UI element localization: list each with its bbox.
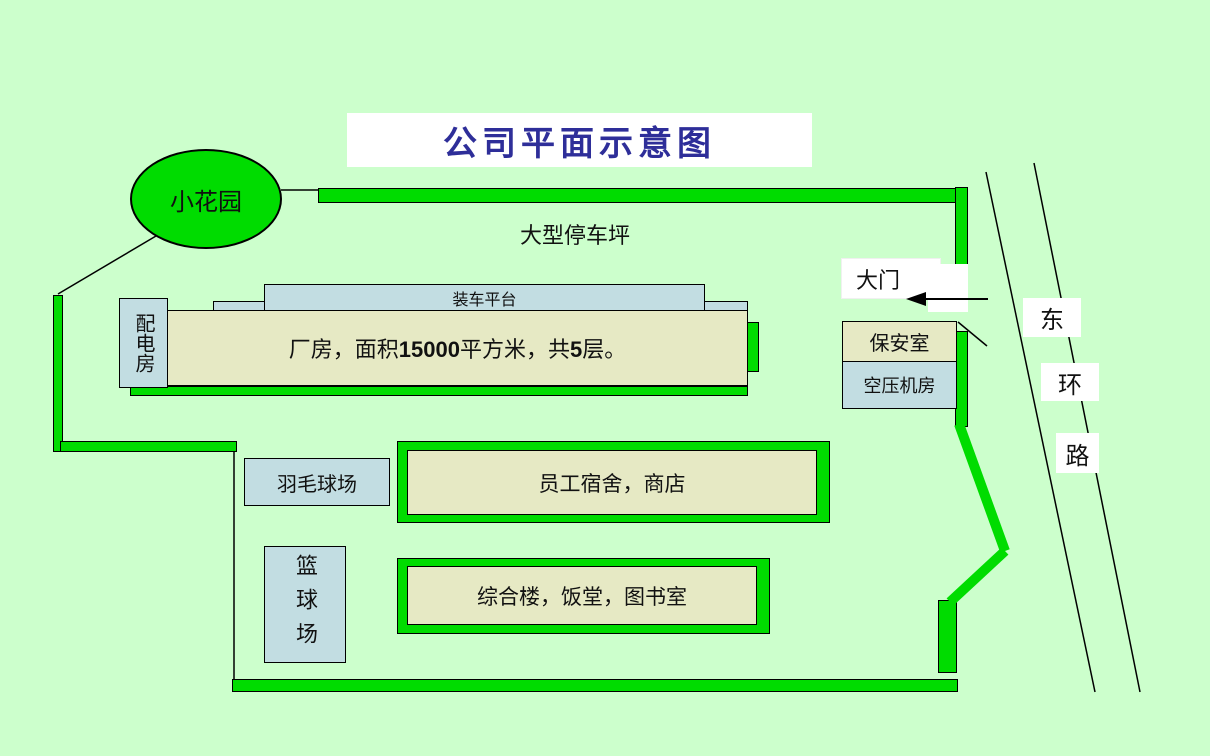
main-gate-label: 大门 <box>856 267 901 293</box>
dormitory-building: 员工宿舍，商店 <box>407 450 817 515</box>
power-distribution-room: 配电房 <box>119 298 168 388</box>
road-edge-inner <box>985 171 1096 693</box>
road-label-ring: 环 <box>1041 363 1099 401</box>
title-box: 公司平面示意图 <box>347 113 812 167</box>
garden-label: 小花园 <box>170 189 242 216</box>
loading-platform: 装车平台 <box>264 284 705 312</box>
factory-front-strip <box>130 386 748 396</box>
road-label-east: 东 <box>1023 298 1081 337</box>
page-title: 公司平面示意图 <box>443 125 716 163</box>
boundary-wall-diagonal-back <box>946 547 1009 606</box>
badminton-court: 羽毛球场 <box>244 458 390 506</box>
garden-to-leftwall-connector <box>57 235 157 295</box>
boundary-wall-right-upper <box>955 187 968 275</box>
factory-floors-number: 5 <box>569 337 583 362</box>
power-room-label: 配电房 <box>132 313 154 373</box>
boundary-wall-left <box>53 295 63 452</box>
parking-lot-label: 大型停车坪 <box>519 223 630 248</box>
main-gate-label-box: 大门 <box>841 258 941 299</box>
security-room: 保安室 <box>842 321 957 362</box>
complex-building: 综合楼，饭堂，图书室 <box>407 566 757 625</box>
road-label-road: 路 <box>1056 433 1099 473</box>
factory-label: 厂房，面积15000平方米，共5层。 <box>288 337 627 362</box>
boundary-wall-bottom <box>232 679 958 692</box>
loading-platform-label: 装车平台 <box>452 292 517 309</box>
factory-building: 厂房，面积15000平方米，共5层。 <box>167 310 748 386</box>
road-edge-outer <box>1033 162 1141 693</box>
boundary-wall-top <box>318 188 968 203</box>
garden-ellipse: 小花园 <box>130 149 282 249</box>
factory-side-bar <box>747 322 759 372</box>
boundary-wall-diagonal-down <box>954 422 1010 553</box>
boundary-wall-left-horizontal <box>60 441 237 452</box>
boundary-wall-bottomright <box>938 600 957 673</box>
gate-opening <box>928 264 968 312</box>
air-compressor-room: 空压机房 <box>842 361 957 409</box>
factory-area-number: 15000 <box>398 337 460 362</box>
basketball-court: 篮球场 <box>264 546 346 663</box>
